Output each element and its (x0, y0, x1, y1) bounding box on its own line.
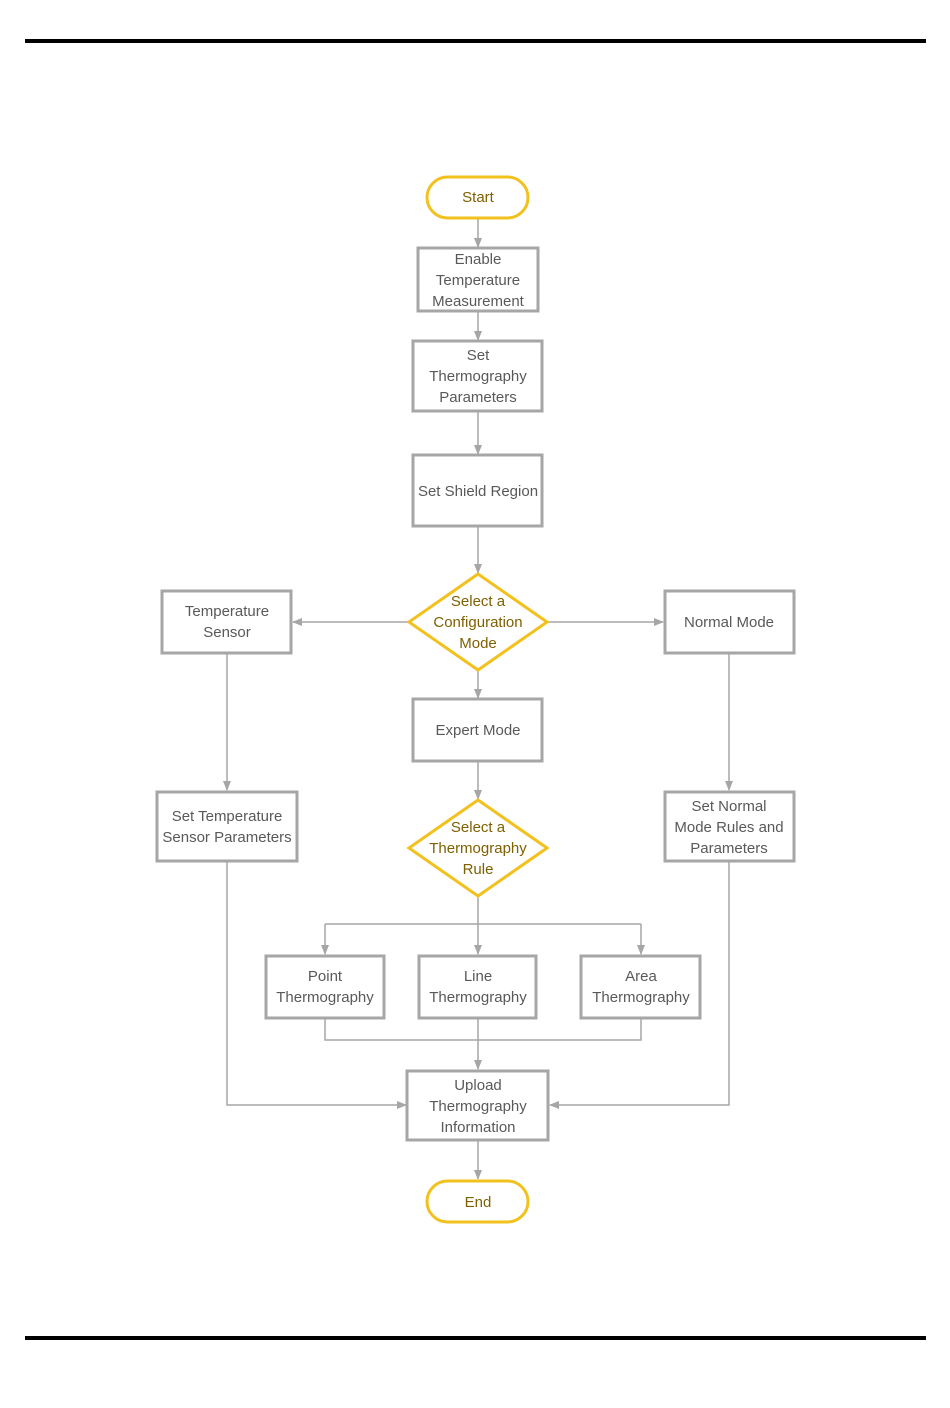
normal-mode-node: Normal Mode (663, 589, 796, 655)
temperature-sensor-node: Temperature Sensor (160, 589, 293, 655)
set-temp-sensor-label-line1: Set Temperature (172, 808, 283, 825)
thermo-rule-label-line3: Rule (463, 861, 494, 878)
set-params-label-line1: Set (467, 347, 490, 364)
set-normal-mode-rules-node: Set Normal Mode Rules and Parameters (663, 790, 796, 863)
area-thermography-node: Area Thermography (579, 954, 702, 1020)
enable-label-line3: Measurement (432, 293, 525, 310)
select-configuration-mode-decision: Select a Configuration Mode (406, 572, 550, 672)
point-thermography-node: Point Thermography (264, 954, 386, 1020)
bottom-rule (25, 1336, 926, 1340)
set-shield-region-node: Set Shield Region (411, 453, 544, 528)
set-params-label-line3: Parameters (439, 389, 517, 406)
line-label-line2: Thermography (429, 989, 527, 1006)
config-mode-label-line3: Mode (459, 635, 497, 652)
upload-thermography-information-node: Upload Thermography Information (405, 1069, 550, 1142)
connector-settempsensor-upload (226, 862, 407, 1109)
upload-label-line1: Upload (454, 1077, 502, 1094)
expert-mode-node: Expert Mode (411, 697, 544, 763)
config-mode-label-line1: Select a (451, 593, 506, 610)
set-thermography-parameters-node: Set Thermography Parameters (411, 339, 544, 413)
point-label-line2: Thermography (276, 989, 374, 1006)
start-node: Start (425, 175, 530, 220)
area-label-line2: Thermography (592, 989, 690, 1006)
line-thermography-node: Line Thermography (417, 954, 538, 1020)
connectors (223, 218, 733, 1180)
connector-thermorule-split (325, 896, 641, 925)
line-label-line1: Line (464, 968, 492, 985)
set-normal-label-line3: Parameters (690, 840, 768, 857)
end-node: End (425, 1179, 530, 1224)
enable-label-line2: Temperature (436, 272, 520, 289)
config-mode-label-line2: Configuration (433, 614, 522, 631)
expert-mode-label: Expert Mode (435, 722, 520, 739)
enable-label-line1: Enable (455, 251, 502, 268)
temp-sensor-label-line2: Sensor (203, 624, 251, 641)
end-label: End (465, 1194, 492, 1211)
set-params-label-line2: Thermography (429, 368, 527, 385)
set-normal-label-line2: Mode Rules and (674, 819, 783, 836)
thermo-rule-label-line1: Select a (451, 819, 506, 836)
thermo-rule-label-line2: Thermography (429, 840, 527, 857)
set-temp-sensor-label-line2: Sensor Parameters (162, 829, 291, 846)
enable-temperature-node: Enable Temperature Measurement (416, 246, 540, 313)
top-rule (25, 39, 926, 43)
select-thermography-rule-decision: Select a Thermography Rule (406, 798, 550, 898)
point-label-line1: Point (308, 968, 343, 985)
upload-label-line2: Thermography (429, 1098, 527, 1115)
shield-label: Set Shield Region (418, 483, 538, 500)
upload-label-line3: Information (440, 1119, 515, 1136)
set-temperature-sensor-parameters-node: Set Temperature Sensor Parameters (155, 790, 299, 863)
temp-sensor-label-line1: Temperature (185, 603, 269, 620)
normal-mode-label: Normal Mode (684, 614, 774, 631)
connector-setnormal-upload (549, 862, 730, 1109)
start-label: Start (462, 189, 495, 206)
connector-merge (324, 1018, 642, 1041)
area-label-line1: Area (625, 968, 657, 985)
set-normal-label-line1: Set Normal (691, 798, 766, 815)
